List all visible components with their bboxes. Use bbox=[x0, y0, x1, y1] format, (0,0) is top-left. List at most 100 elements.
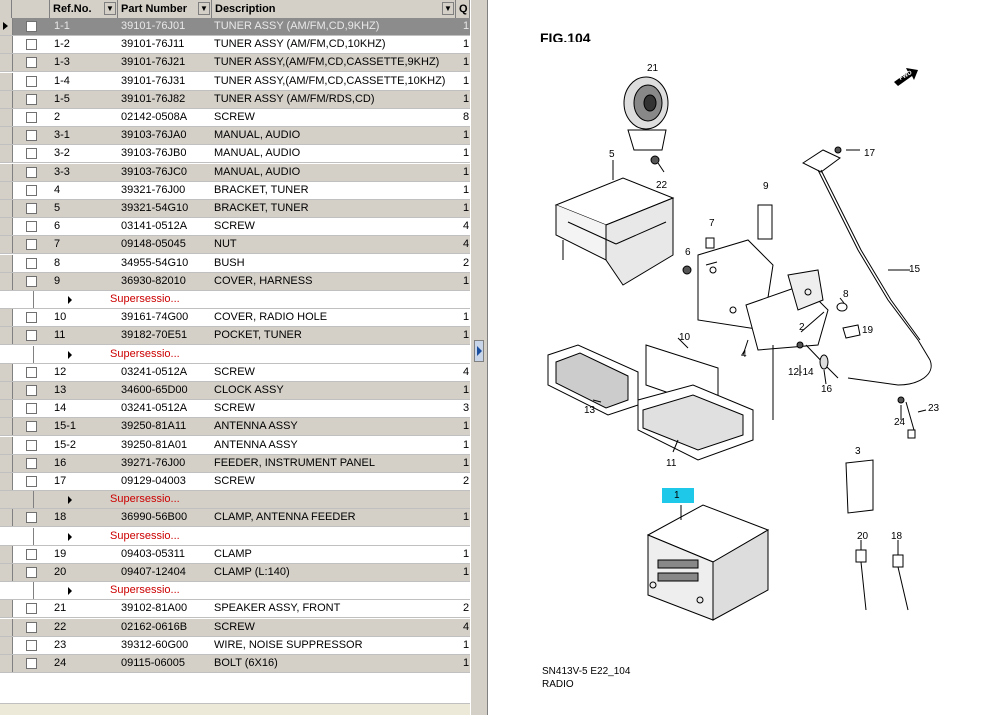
row-checkbox[interactable] bbox=[26, 421, 37, 433]
row-indicator[interactable] bbox=[0, 327, 13, 345]
row-indicator[interactable] bbox=[0, 436, 13, 454]
row-indicator[interactable] bbox=[0, 636, 13, 654]
expand-arrow-icon[interactable] bbox=[68, 532, 72, 541]
row-checkbox[interactable] bbox=[26, 512, 37, 524]
callout-2[interactable]: 2 bbox=[799, 322, 805, 333]
callout-18[interactable]: 18 bbox=[891, 531, 903, 542]
row-checkbox[interactable] bbox=[26, 548, 37, 560]
callout-15[interactable]: 15 bbox=[909, 264, 921, 275]
row-indicator[interactable] bbox=[0, 254, 13, 272]
row-indicator[interactable] bbox=[0, 163, 13, 181]
pocket-tuner-11-drawing[interactable] bbox=[637, 384, 754, 461]
nut-7-drawing[interactable] bbox=[705, 237, 715, 249]
row-checkbox[interactable] bbox=[26, 330, 37, 342]
row-indicator[interactable] bbox=[0, 272, 13, 290]
row-indicator[interactable] bbox=[0, 400, 13, 418]
row-indicator[interactable] bbox=[0, 90, 13, 108]
callout-6[interactable]: 6 bbox=[685, 247, 691, 258]
callout-13[interactable]: 13 bbox=[584, 405, 596, 416]
row-checkbox[interactable] bbox=[26, 621, 37, 633]
row-indicator[interactable] bbox=[0, 382, 13, 399]
row-checkbox[interactable] bbox=[26, 39, 37, 51]
expand-arrow-icon[interactable] bbox=[68, 350, 72, 359]
row-indicator[interactable] bbox=[0, 509, 13, 527]
row-checkbox[interactable] bbox=[26, 658, 37, 669]
row-checkbox[interactable] bbox=[26, 312, 37, 324]
supersession-row[interactable]: Supersessio... bbox=[0, 291, 470, 309]
row-checkbox[interactable] bbox=[26, 184, 37, 196]
row-checkbox[interactable] bbox=[26, 166, 37, 178]
ref-no-filter-dropdown-icon[interactable]: ▼ bbox=[104, 2, 116, 15]
callout-19[interactable]: 19 bbox=[862, 325, 874, 336]
supersession-link[interactable]: Supersessio... bbox=[110, 529, 180, 542]
callout-4[interactable]: 4 bbox=[741, 349, 747, 360]
clamp-20-drawing[interactable] bbox=[855, 549, 867, 611]
row-indicator[interactable] bbox=[0, 145, 13, 163]
callout-20[interactable]: 20 bbox=[857, 531, 869, 542]
description-column-header[interactable]: Description ▼ bbox=[212, 0, 456, 18]
wire-noise-suppressor-23-drawing[interactable] bbox=[905, 401, 916, 439]
callout-24[interactable]: 24 bbox=[894, 417, 906, 428]
row-checkbox[interactable] bbox=[26, 75, 37, 87]
callout-3[interactable]: 3 bbox=[855, 446, 861, 457]
part-number-filter-dropdown-icon[interactable]: ▼ bbox=[198, 2, 210, 15]
expand-arrow-icon[interactable] bbox=[68, 587, 72, 596]
row-checkbox[interactable] bbox=[26, 439, 37, 451]
row-checkbox[interactable] bbox=[26, 130, 37, 142]
radio-exploded-diagram[interactable] bbox=[488, 0, 987, 715]
row-indicator[interactable] bbox=[0, 54, 13, 72]
expand-arrow-icon[interactable] bbox=[68, 496, 72, 505]
pane-splitter[interactable] bbox=[470, 0, 488, 715]
row-checkbox[interactable] bbox=[26, 385, 37, 396]
collapse-pane-button[interactable] bbox=[474, 340, 484, 362]
callout-1[interactable]: 1 bbox=[674, 490, 680, 501]
supersession-link[interactable]: Supersessio... bbox=[110, 347, 180, 360]
row-indicator[interactable] bbox=[0, 236, 13, 254]
callout-12-14[interactable]: 12-14 bbox=[788, 367, 814, 378]
clamp-19-drawing[interactable] bbox=[842, 324, 861, 339]
screw-17-drawing[interactable] bbox=[834, 146, 842, 154]
row-checkbox[interactable] bbox=[26, 366, 37, 378]
supersession-row[interactable]: Supersessio... bbox=[0, 582, 470, 601]
row-indicator[interactable] bbox=[0, 127, 13, 145]
part-number-column-header[interactable]: Part Number ▼ bbox=[118, 0, 212, 18]
row-checkbox[interactable] bbox=[26, 221, 37, 233]
supersession-row[interactable]: Supersessio... bbox=[0, 527, 470, 546]
callout-17[interactable]: 17 bbox=[864, 148, 876, 159]
row-checkbox[interactable] bbox=[26, 57, 37, 69]
feeder-instrument-panel-16-drawing[interactable] bbox=[796, 341, 839, 379]
supersession-link[interactable]: Supersessio... bbox=[110, 584, 180, 597]
bracket-tuner-5-drawing[interactable] bbox=[554, 177, 675, 286]
callout-23[interactable]: 23 bbox=[928, 403, 940, 414]
callout-5[interactable]: 5 bbox=[609, 149, 615, 160]
cover-harness-9-drawing[interactable] bbox=[757, 204, 773, 240]
speaker-assy-drawing[interactable] bbox=[623, 76, 669, 151]
row-indicator[interactable] bbox=[0, 618, 13, 636]
row-checkbox[interactable] bbox=[26, 457, 37, 469]
qty-column-header[interactable]: Q bbox=[456, 0, 470, 18]
tuner-assy-1-drawing[interactable] bbox=[646, 504, 770, 621]
callout-8[interactable]: 8 bbox=[843, 289, 849, 300]
row-indicator[interactable] bbox=[0, 564, 13, 581]
